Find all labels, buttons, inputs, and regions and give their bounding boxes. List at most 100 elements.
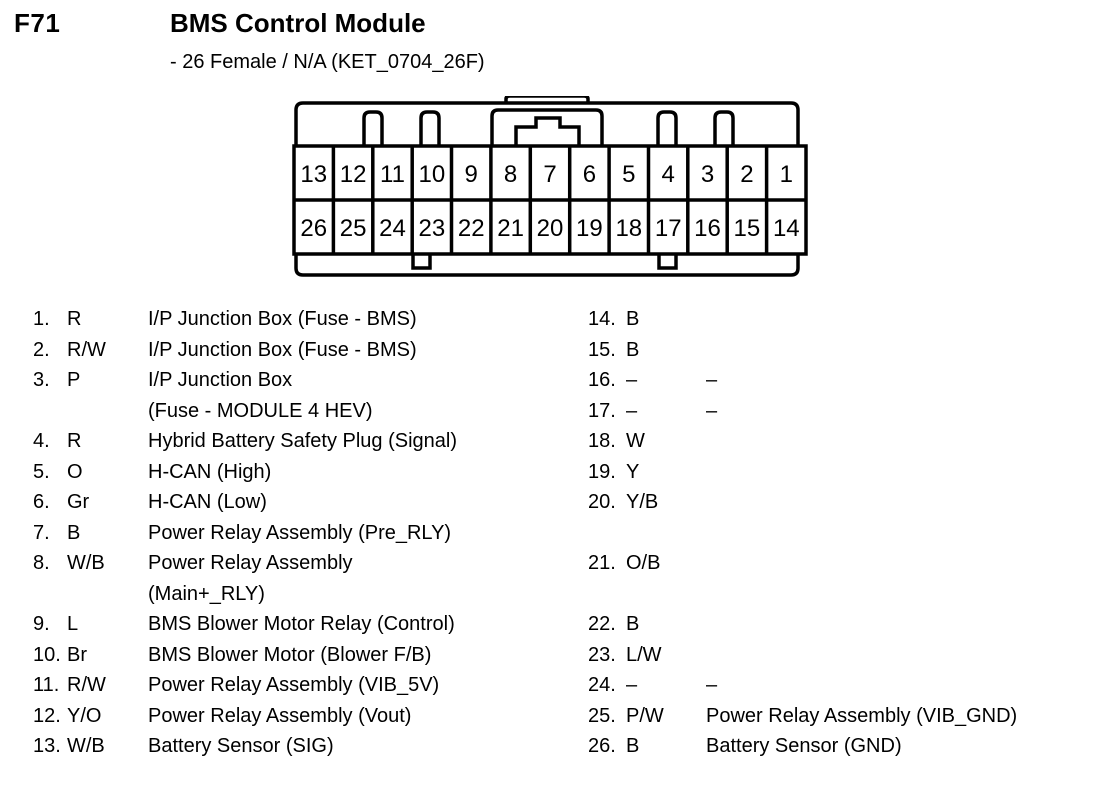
pin-number: 11. bbox=[33, 674, 60, 696]
pin-left-number: 9.L bbox=[33, 609, 141, 640]
wire-color-code: Y/O bbox=[67, 704, 102, 727]
pin-right-number: 25.P/W bbox=[588, 701, 698, 732]
pin-label-top: 3 bbox=[701, 161, 714, 188]
pin-list-row: 9.L BMS Blower Motor Relay (Control) 22.… bbox=[0, 609, 1098, 640]
pin-list-row: 8.W/B Power Relay Assembly 21.O/B bbox=[0, 548, 1098, 579]
pin-number: 22. bbox=[588, 613, 616, 635]
pin-label-bottom: 17 bbox=[655, 215, 682, 242]
connector-bottom-notch-2 bbox=[657, 254, 678, 270]
wire-color-code: B bbox=[626, 338, 640, 361]
pin-label-top: 1 bbox=[780, 161, 793, 188]
pin-left-description: Power Relay Assembly (VIB_5V) bbox=[148, 674, 440, 696]
pin-right-number: 24.– bbox=[588, 670, 698, 701]
pin-right-number: 20.Y/B bbox=[588, 487, 698, 518]
pin-list-row: 3.P I/P Junction Box 16.– – bbox=[0, 365, 1098, 396]
pin-left-description: (Fuse - MODULE 4 HEV) bbox=[148, 399, 373, 422]
pin-list-row: 6.Gr H-CAN (Low) 20.Y/B bbox=[0, 487, 1098, 518]
connector-top-slot-1 bbox=[362, 110, 384, 146]
pin-number: 19. bbox=[588, 460, 616, 483]
pin-right-number: 17.– bbox=[588, 396, 698, 427]
pin-left-number: 8.W/B bbox=[33, 548, 141, 579]
pin-left-description: BMS Blower Motor Relay (Control) bbox=[148, 613, 455, 635]
pin-list-row: (Main+_RLY) bbox=[0, 579, 1098, 610]
pin-right-number: 18.W bbox=[588, 426, 698, 457]
pin-number: 2. bbox=[33, 338, 50, 361]
pin-left-description: Power Relay Assembly (Vout) bbox=[148, 704, 412, 727]
page-title: BMS Control Module bbox=[170, 8, 426, 38]
pin-number: 23. bbox=[588, 643, 616, 666]
wire-color-code: B bbox=[626, 613, 640, 635]
pin-label-bottom: 16 bbox=[694, 215, 721, 242]
connector-top-band bbox=[294, 101, 800, 146]
pin-right-number bbox=[588, 579, 698, 610]
pin-list-row: 2.R/W I/P Junction Box (Fuse - BMS) 15.B bbox=[0, 335, 1098, 366]
pin-number: 1. bbox=[33, 308, 50, 330]
pin-left-number: 13.W/B bbox=[33, 731, 141, 762]
pin-number: 17. bbox=[588, 399, 616, 422]
pin-list-row: 11.R/W Power Relay Assembly (VIB_5V) 24.… bbox=[0, 670, 1098, 701]
pin-label-bottom: 22 bbox=[458, 215, 485, 242]
pin-label-bottom: 23 bbox=[419, 215, 446, 242]
pin-left-description: BMS Blower Motor (Blower F/B) bbox=[148, 643, 432, 666]
wire-color-code: W/B bbox=[67, 735, 105, 757]
pin-list-row: 1.R I/P Junction Box (Fuse - BMS) 14.B bbox=[0, 304, 1098, 335]
pin-left-number bbox=[33, 579, 141, 610]
pin-label-top: 11 bbox=[380, 161, 405, 188]
pin-left-number: 7.B bbox=[33, 518, 141, 549]
pin-number: 20. bbox=[588, 491, 616, 513]
pin-label-bottom: 14 bbox=[773, 215, 800, 242]
wire-color-code: R bbox=[67, 308, 82, 330]
wire-color-code: W bbox=[626, 430, 645, 452]
connector-code-label: F71 bbox=[14, 8, 61, 38]
wire-color-code: L bbox=[67, 613, 79, 635]
pin-left-number: 1. R bbox=[33, 304, 141, 335]
connector-top-slot-2 bbox=[419, 110, 441, 146]
wire-color-code: O/B bbox=[626, 552, 661, 574]
pin-label-bottom: 24 bbox=[379, 215, 406, 242]
pin-number: 12. bbox=[33, 704, 61, 727]
connector-top-row-labels: 13 12 11 10 9 8 7 6 5 4 3 2 1 bbox=[300, 161, 793, 188]
pin-number: 15. bbox=[588, 338, 616, 361]
pin-label-top: 7 bbox=[543, 161, 556, 188]
pin-label-top: 6 bbox=[583, 161, 596, 188]
wire-color-code: Br bbox=[67, 643, 87, 666]
pin-number: 24. bbox=[588, 674, 616, 696]
pin-left-description: Power Relay Assembly (Pre_RLY) bbox=[148, 521, 452, 544]
pin-left-description: H-CAN (Low) bbox=[148, 491, 267, 513]
pin-number: 25. bbox=[588, 704, 616, 727]
pin-right-number: 15. B bbox=[588, 335, 698, 366]
pin-label-top: 12 bbox=[340, 161, 367, 188]
pin-label-top: 10 bbox=[419, 161, 446, 188]
pin-label-top: 2 bbox=[740, 161, 753, 188]
wire-color-code: B bbox=[626, 735, 640, 757]
pin-right-description: – bbox=[706, 674, 718, 696]
pin-label-bottom: 15 bbox=[734, 215, 761, 242]
pin-left-description: I/P Junction Box (Fuse - BMS) bbox=[148, 308, 417, 330]
pin-left-description: Battery Sensor (SIG) bbox=[148, 735, 334, 757]
wire-color-code: O bbox=[67, 460, 83, 483]
pin-right-number: 26.B bbox=[588, 731, 698, 762]
pin-left-number: 3.P bbox=[33, 365, 141, 396]
connector-latch-cap bbox=[504, 96, 590, 103]
pin-left-number: 2.R/W bbox=[33, 335, 141, 366]
pin-left-description: H-CAN (High) bbox=[148, 460, 272, 483]
pin-left-number bbox=[33, 396, 141, 427]
pin-right-description: Power Relay Assembly (VIB_GND) bbox=[706, 704, 1018, 727]
pin-list-row: 12. Y/O Power Relay Assembly (Vout) 25.P/… bbox=[0, 701, 1098, 732]
connector-latch-keyway bbox=[514, 116, 581, 146]
wire-color-code: P bbox=[67, 369, 81, 391]
pin-list-row: (Fuse - MODULE 4 HEV) 17.– – bbox=[0, 396, 1098, 427]
wire-color-code: B bbox=[67, 521, 81, 544]
pin-left-number: 10.Br bbox=[33, 640, 141, 671]
pin-list-row: 10.Br BMS Blower Motor (Blower F/B) 23.L… bbox=[0, 640, 1098, 671]
pin-label-bottom: 26 bbox=[300, 215, 327, 242]
pin-list-row: 5.O H-CAN (High) 19.Y bbox=[0, 457, 1098, 488]
pin-label-bottom: 20 bbox=[537, 215, 564, 242]
connector-bottom-notch-1 bbox=[411, 254, 432, 270]
pin-number: 14. bbox=[588, 308, 616, 330]
pin-label-bottom: 19 bbox=[576, 215, 603, 242]
pin-label-top: 5 bbox=[622, 161, 635, 188]
pin-right-description: – bbox=[706, 399, 718, 422]
pin-left-description: Hybrid Battery Safety Plug (Signal) bbox=[148, 430, 458, 452]
wire-color-code: – bbox=[626, 369, 638, 391]
